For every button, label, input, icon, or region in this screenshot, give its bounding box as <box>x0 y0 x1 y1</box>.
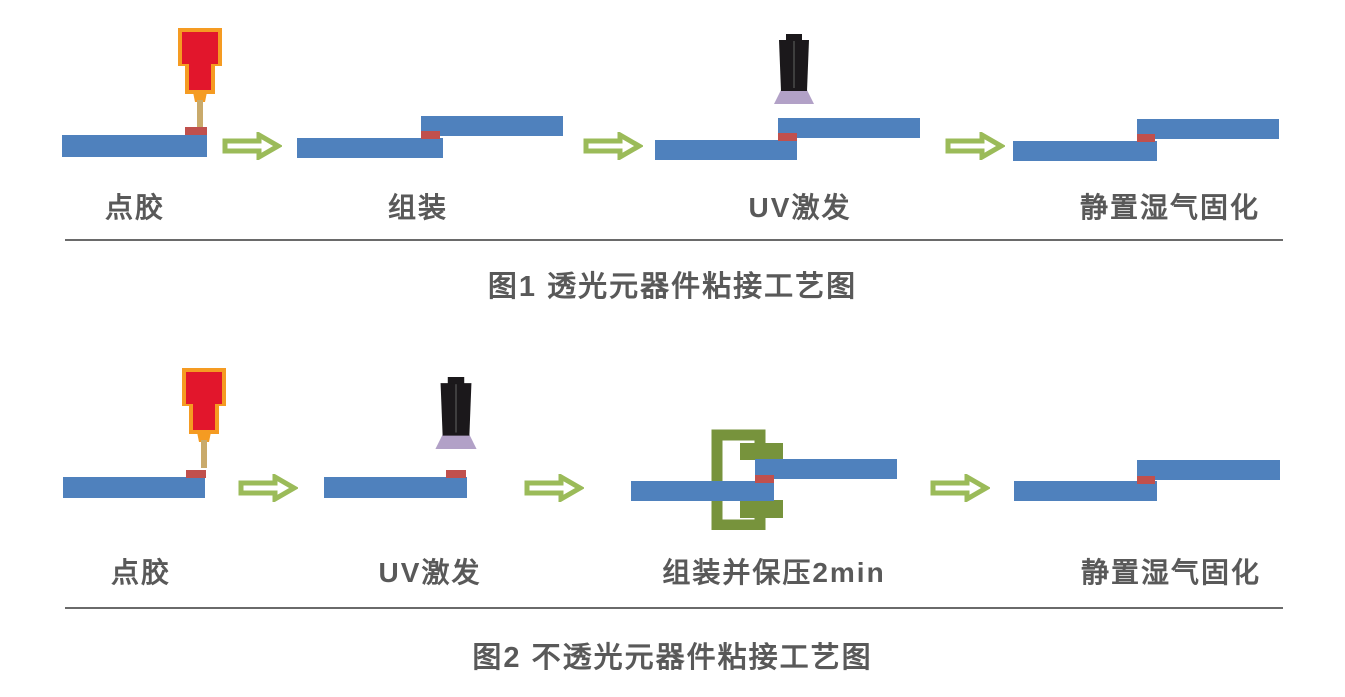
clamp-bottom-pad <box>740 500 783 518</box>
upper-substrate-bar <box>778 118 920 138</box>
uv-light-cone <box>774 88 814 104</box>
dispenser-body-lower <box>189 64 211 90</box>
step-label: 组装并保压2min <box>662 557 886 588</box>
glue-dispenser-icon <box>182 368 226 468</box>
dispenser-needle <box>201 440 207 468</box>
adhesive-joint <box>1137 476 1155 484</box>
upper-substrate-bar <box>1137 119 1279 139</box>
uv-light-cone <box>435 432 477 449</box>
adhesive-dot <box>186 470 206 478</box>
figure1-divider <box>65 239 1283 241</box>
figure2-divider <box>65 607 1283 609</box>
adhesive-joint <box>421 131 440 139</box>
substrate-bar <box>62 135 207 157</box>
adhesive-dot <box>185 127 207 135</box>
uv-lamp-icon <box>435 377 477 449</box>
lower-substrate-bar <box>1013 141 1157 161</box>
lower-substrate-bar <box>655 140 797 160</box>
clamp-top-pad <box>740 443 783 460</box>
step-label: UV激发 <box>378 557 482 588</box>
clamp-frame <box>711 429 766 530</box>
upper-substrate-bar <box>421 116 563 136</box>
step-label: UV激发 <box>748 192 852 223</box>
dispenser-body <box>182 32 218 64</box>
adhesive-joint <box>1137 134 1155 142</box>
process-arrow-icon <box>238 474 298 502</box>
glue-dispenser-icon <box>178 28 222 128</box>
upper-substrate-bar <box>1137 460 1280 480</box>
figure2-caption: 图2 不透光元器件粘接工艺图 <box>472 642 873 674</box>
process-arrow-icon <box>583 132 643 160</box>
step-label: 点胶 <box>104 192 166 223</box>
step-label: 组装 <box>387 192 449 223</box>
adhesive-joint <box>755 475 774 483</box>
dispenser-body <box>186 372 222 404</box>
process-arrow-icon <box>222 132 282 160</box>
lower-substrate-bar <box>297 138 443 158</box>
substrate-bar <box>63 477 205 498</box>
lower-substrate-bar <box>1014 481 1157 501</box>
step-label: 点胶 <box>110 557 172 588</box>
dispenser-body-lower <box>193 404 215 430</box>
pressure-clamp-icon <box>711 429 783 530</box>
process-arrow-icon <box>930 474 990 502</box>
process-arrow-icon <box>524 474 584 502</box>
lamp-cap <box>786 34 802 42</box>
step-label: 静置湿气固化 <box>1080 557 1262 588</box>
dispenser-tip <box>193 92 207 102</box>
substrate-bar <box>324 477 467 498</box>
figure1-caption: 图1 透光元器件粘接工艺图 <box>487 271 858 303</box>
upper-substrate-bar <box>755 459 897 479</box>
lamp-cap <box>447 377 465 386</box>
process-arrow-icon <box>945 132 1005 160</box>
dispenser-needle <box>197 100 203 128</box>
dispenser-tip <box>197 432 211 442</box>
lower-substrate-bar <box>631 481 774 501</box>
uv-lamp-icon <box>774 34 814 104</box>
adhesive-joint <box>778 133 797 141</box>
step-label: 静置湿气固化 <box>1079 192 1261 223</box>
adhesive-dot <box>446 470 466 478</box>
